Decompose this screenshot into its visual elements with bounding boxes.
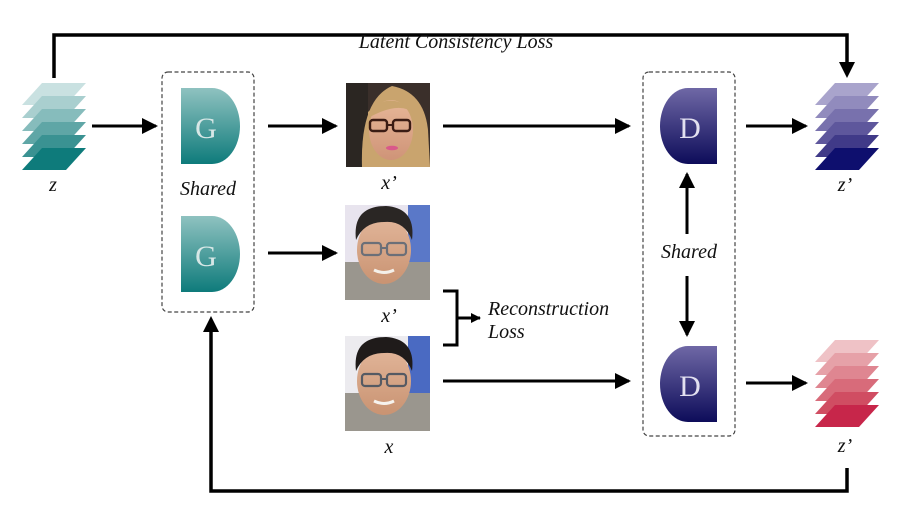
- discriminator-glyph: D: [679, 112, 701, 145]
- generator-top: G: [181, 88, 240, 164]
- generator-shared-label: Shared: [180, 178, 237, 200]
- output-latent-stack-real: [815, 340, 879, 427]
- generated-image-label: x’: [380, 172, 397, 194]
- latent-consistency-label: Latent Consistency Loss: [358, 31, 554, 53]
- output-latent-stack-fake: [815, 83, 879, 170]
- generator-shape: [181, 216, 240, 292]
- latent-consistency-loop: Latent Consistency Loss: [52, 31, 855, 78]
- latent-loop-line: [52, 33, 849, 78]
- reconstructed-image-man: [345, 205, 430, 300]
- latent-layer: [815, 148, 879, 170]
- generator-glyph: G: [195, 112, 217, 145]
- discriminator-shared-label: Shared: [661, 241, 718, 263]
- feedback-loop: [203, 316, 849, 493]
- discriminator-shape: [660, 346, 717, 422]
- input-latent-stack: [22, 83, 86, 170]
- output-latent-real-label: z’: [837, 435, 853, 457]
- output-latent-fake-label: z’: [837, 174, 853, 196]
- discriminator-shared-box: [642, 71, 736, 437]
- generator-bottom: G: [181, 216, 240, 292]
- reconstruction-loss-bracket: [443, 289, 481, 347]
- reconstruction-loss-label-line2: Loss: [487, 321, 525, 343]
- input-latent-label: z: [48, 174, 57, 196]
- generator-shared-box: [161, 71, 255, 313]
- reconstructed-image-label: x’: [380, 305, 397, 327]
- reconstruction-loss-label-line1: Reconstruction: [487, 298, 609, 320]
- generated-image-woman: [346, 83, 430, 167]
- generator-glyph: G: [195, 240, 217, 273]
- discriminator-glyph: D: [679, 370, 701, 403]
- latent-layer: [815, 405, 879, 427]
- discriminator-bottom: D: [660, 346, 717, 422]
- discriminator-shape: [660, 88, 717, 164]
- real-image-man: [345, 336, 430, 431]
- latent-layer: [22, 148, 86, 170]
- generator-shape: [181, 88, 240, 164]
- real-image-label: x: [384, 436, 394, 458]
- latent-loop-arrowhead: [839, 62, 855, 78]
- feedback-loop-arrowhead: [203, 316, 219, 332]
- feedback-loop-line: [209, 330, 849, 493]
- discriminator-top: D: [660, 88, 717, 164]
